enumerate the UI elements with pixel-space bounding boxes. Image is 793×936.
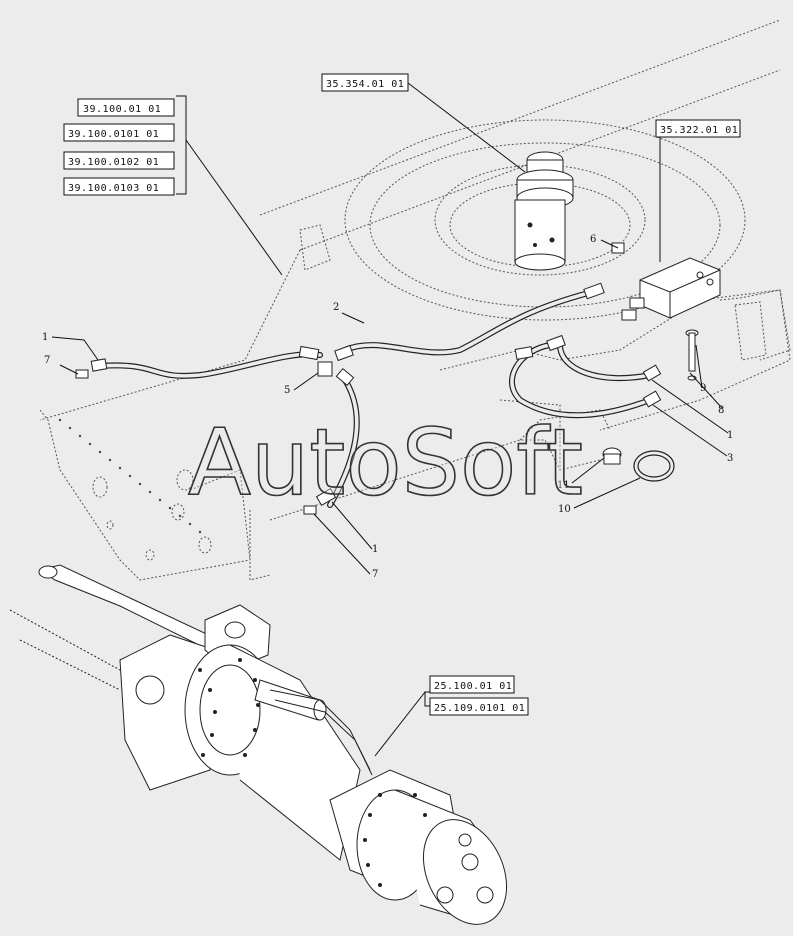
reference-label-group-top-left: 39.100.01 01 39.100.0101 01 39.100.0102 … bbox=[63, 98, 175, 196]
callout-6-adapter: 6 bbox=[590, 234, 596, 245]
svg-text:35.354.01 01: 35.354.01 01 bbox=[326, 79, 404, 90]
callout-numbers: 1 7 2 5 6 9 8 1 3 11 10 1 7 bbox=[42, 234, 733, 580]
callout-3-hose: 3 bbox=[727, 453, 733, 464]
svg-text:35.322.01 01: 35.322.01 01 bbox=[660, 125, 738, 136]
bolt-and-washer bbox=[685, 329, 699, 381]
axle-lines bbox=[269, 689, 373, 776]
callout-7-fitting-lower: 7 bbox=[372, 569, 378, 580]
reference-label-swivel: 35.354.01 01 bbox=[321, 73, 409, 92]
hose-fittings bbox=[75, 282, 662, 515]
axle-bolts bbox=[198, 658, 427, 887]
reference-label-group-axle: 25.100.01 01 25.109.0101 01 bbox=[429, 675, 529, 716]
callout-9-bolt: 9 bbox=[700, 383, 706, 394]
callout-8-washer: 8 bbox=[718, 405, 724, 416]
ref-label-39-100-0103-01: 39.100.0103 01 bbox=[68, 183, 159, 194]
drive-axle bbox=[9, 564, 508, 925]
control-valve bbox=[611, 242, 721, 321]
ref-label-25-100-01-01: 25.100.01 01 bbox=[434, 681, 512, 692]
ref-label-39-100-01-01: 39.100.01 01 bbox=[83, 104, 161, 115]
callout-1-hose-lower: 1 bbox=[372, 544, 378, 555]
callout-1-hose-right: 1 bbox=[727, 430, 733, 441]
watermark-text: AutoSoft bbox=[188, 409, 583, 516]
callout-10-seal: 10 bbox=[558, 504, 571, 515]
ref-label-39-100-0101-01: 39.100.0101 01 bbox=[68, 129, 159, 140]
ref-label-39-100-0102-01: 39.100.0102 01 bbox=[68, 157, 159, 168]
frame-holes bbox=[92, 469, 212, 561]
callout-7-fitting-left: 7 bbox=[44, 355, 50, 366]
swivel-joint bbox=[514, 151, 574, 271]
seal-ring bbox=[633, 450, 675, 482]
elbow-fitting bbox=[602, 447, 622, 465]
callout-5-tee: 5 bbox=[284, 385, 290, 396]
callout-2-hose: 2 bbox=[333, 302, 339, 313]
ref-label-25-109-0101-01: 25.109.0101 01 bbox=[434, 703, 525, 714]
callout-1-hose-left: 1 bbox=[42, 332, 48, 343]
frame-rivets bbox=[58, 418, 202, 534]
callout-11-fitting: 11 bbox=[557, 480, 570, 491]
reference-label-valve: 35.322.01 01 bbox=[655, 119, 741, 138]
